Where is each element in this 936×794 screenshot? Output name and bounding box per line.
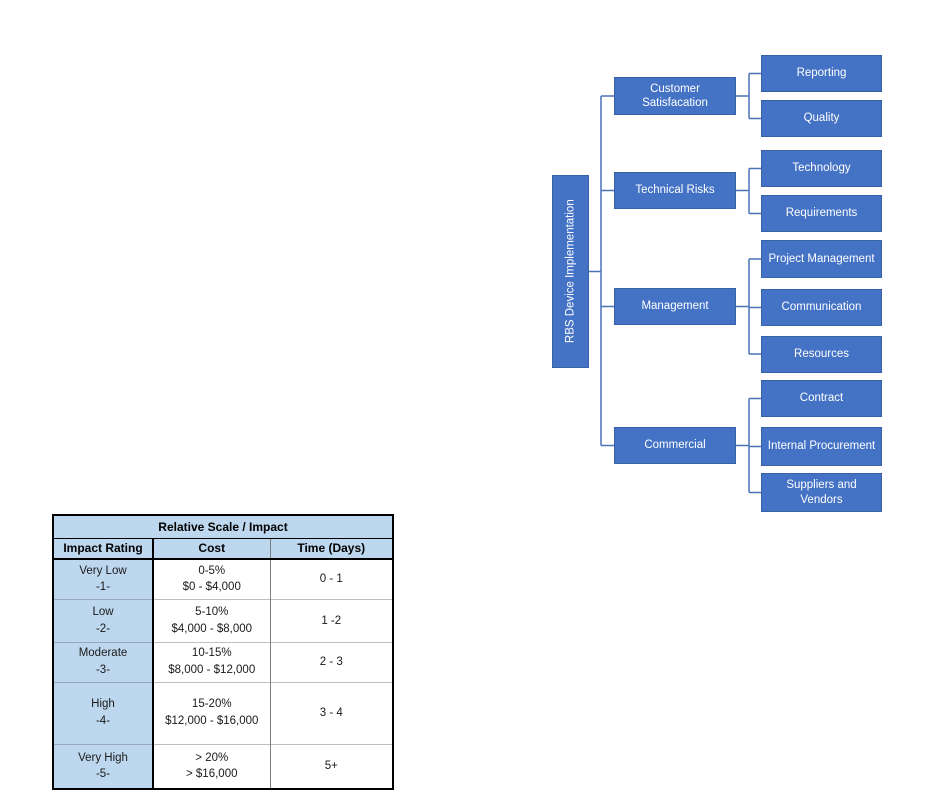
cost-cell: 15-20% $12,000 - $16,000 — [153, 681, 271, 744]
leaf-box-project-management: Project Management — [761, 240, 882, 278]
category-label: Commercial — [644, 439, 706, 452]
rating-cell: High -4- — [53, 681, 154, 744]
impact-scale-table: Relative Scale / Impact Impact Rating Co… — [52, 514, 395, 790]
rating-cell: Very Low -1- — [53, 558, 154, 599]
cost-range: > $16,000 — [186, 768, 238, 781]
leaf-box-quality: Quality — [761, 100, 882, 137]
cost-range: $0 - $4,000 — [182, 581, 241, 594]
leaf-label: Project Management — [768, 252, 875, 265]
leaf-label: Contract — [799, 392, 844, 405]
table-title-row: Relative Scale / Impact — [53, 515, 394, 539]
leaf-box-reporting: Reporting — [761, 55, 882, 92]
category-label: Customer Satisfacation — [642, 82, 708, 109]
table-row: High -4- 15-20% $12,000 - $16,000 3 - 4 — [53, 681, 394, 744]
table-row: Very Low -1- 0-5% $0 - $4,000 0 - 1 — [53, 558, 394, 599]
header-time-days: Time (Days) — [270, 538, 394, 560]
leaf-box-suppliers-and-vendors: Suppliers and Vendors — [761, 473, 882, 512]
cost-percent: > 20% — [195, 751, 229, 764]
cost-range: $12,000 - $16,000 — [165, 715, 259, 727]
category-box-management: Management — [614, 288, 736, 325]
table-row: Very High -5- > 20% > $16,000 5+ — [53, 743, 394, 789]
table-header-row: Impact Rating Cost Time (Days) — [53, 538, 394, 560]
rating-code: -3- — [95, 664, 111, 676]
leaf-label: Resources — [794, 348, 849, 361]
category-box-commercial: Commercial — [614, 427, 736, 464]
cost-cell: 10-15% $8,000 - $12,000 — [153, 641, 271, 682]
time-cell: 3 - 4 — [270, 681, 394, 744]
leaf-box-technology: Technology — [761, 150, 882, 187]
leaf-label: Suppliers and Vendors — [786, 479, 857, 506]
rbs-root-box: RBS Device Implementation — [552, 175, 589, 368]
rating-code: -1- — [95, 581, 111, 594]
table-row: Low -2- 5-10% $4,000 - $8,000 1 -2 — [53, 598, 394, 642]
cost-percent: 10-15% — [191, 647, 232, 660]
rating-code: -5- — [95, 768, 111, 781]
time-cell: 0 - 1 — [270, 558, 394, 599]
time-cell: 5+ — [270, 743, 394, 789]
rating-cell: Low -2- — [53, 598, 154, 642]
leaf-box-resources: Resources — [761, 336, 882, 373]
leaf-box-communication: Communication — [761, 289, 882, 326]
cost-percent: 15-20% — [191, 698, 232, 711]
leaf-label: Requirements — [785, 207, 858, 220]
cost-percent: 5-10% — [195, 605, 229, 618]
header-impact-rating: Impact Rating — [53, 538, 154, 560]
rating-label: Very Low — [79, 564, 127, 577]
rating-label: Low — [92, 605, 114, 618]
rating-cell: Very High -5- — [53, 743, 154, 789]
leaf-label: Reporting — [796, 67, 847, 80]
leaf-box-contract: Contract — [761, 380, 882, 417]
rating-code: -4- — [95, 715, 111, 727]
category-box-technical-risks: Technical Risks — [614, 172, 736, 209]
time-cell: 2 - 3 — [270, 641, 394, 682]
category-box-customer-satisfaction: Customer Satisfacation — [614, 77, 736, 115]
cost-cell: 0-5% $0 - $4,000 — [153, 558, 271, 599]
leaf-box-requirements: Requirements — [761, 195, 882, 232]
table-row: Moderate -3- 10-15% $8,000 - $12,000 2 -… — [53, 641, 394, 682]
rbs-root-label: RBS Device Implementation — [564, 199, 577, 344]
cost-range: $4,000 - $8,000 — [171, 622, 253, 635]
cost-percent: 0-5% — [198, 564, 226, 577]
rating-label: High — [91, 698, 115, 711]
table-title: Relative Scale / Impact — [53, 515, 394, 539]
leaf-label: Internal Procurement — [767, 440, 876, 453]
header-cost: Cost — [153, 538, 271, 560]
time-cell: 1 -2 — [270, 598, 394, 642]
rating-label: Very High — [78, 751, 128, 764]
leaf-label: Technology — [792, 162, 851, 175]
leaf-box-internal-procurement: Internal Procurement — [761, 427, 882, 466]
category-label: Management — [641, 300, 709, 313]
rating-cell: Moderate -3- — [53, 641, 154, 682]
cost-range: $8,000 - $12,000 — [168, 664, 256, 676]
rating-label: Moderate — [78, 647, 128, 660]
category-label: Technical Risks — [635, 184, 715, 197]
leaf-label: Communication — [781, 301, 862, 314]
leaf-label: Quality — [803, 112, 840, 125]
rating-code: -2- — [95, 622, 111, 635]
cost-cell: > 20% > $16,000 — [153, 743, 271, 789]
cost-cell: 5-10% $4,000 - $8,000 — [153, 598, 271, 642]
